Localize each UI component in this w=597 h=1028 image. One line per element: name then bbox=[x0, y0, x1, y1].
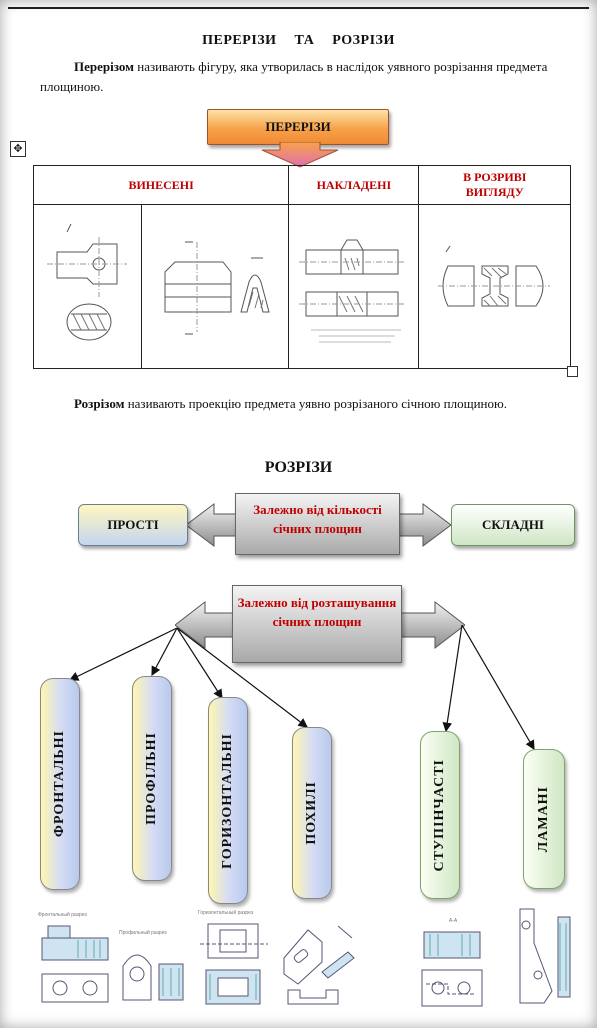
inclined-cut-drawing bbox=[283, 925, 355, 1005]
bracket-section-drawing bbox=[164, 241, 270, 334]
table-resize-handle[interactable] bbox=[567, 366, 578, 377]
inclined-cut-thumbnail bbox=[278, 918, 358, 1010]
cuts-title: РОЗРІЗИ bbox=[264, 459, 333, 476]
sections-table: ВИНЕСЕНІ НАКЛАДЕНІ В РОЗРИВІ ВИГЛЯДУ bbox=[32, 165, 571, 369]
drawing-superimposed bbox=[288, 204, 420, 369]
type-profile[interactable]: ПРОФІЛЬНІ bbox=[132, 676, 172, 881]
cuts-definition-text: називають проекцію предмета уявно розріз… bbox=[124, 396, 507, 411]
drawing-removed-1 bbox=[33, 204, 142, 369]
horizontal-cut-drawing bbox=[200, 923, 268, 1005]
type-inclined[interactable]: ПОХИЛІ bbox=[292, 727, 332, 899]
criterion-position-box: Залежно від розташування січних площин bbox=[232, 585, 402, 663]
cuts-definition: Розрізом називають проекцію предмета уяв… bbox=[40, 394, 560, 414]
type-frontal[interactable]: ФРОНТАЛЬНІ bbox=[40, 678, 80, 890]
down-arrow-icon bbox=[261, 142, 339, 168]
header-in-break: В РОЗРИВІ ВИГЛЯДУ bbox=[418, 165, 571, 205]
page-title: ПЕРЕРІЗИ ТА РОЗРІЗИ bbox=[202, 33, 395, 48]
header-superimposed: НАКЛАДЕНІ bbox=[288, 165, 420, 205]
table-move-handle-icon[interactable]: ✥ bbox=[10, 141, 26, 157]
top-border-line bbox=[8, 7, 589, 9]
broken-cut-drawing bbox=[519, 908, 571, 1004]
sections-definition: Перерізом називають фігуру, яка утворила… bbox=[40, 57, 560, 97]
drawing-removed-2 bbox=[140, 204, 290, 369]
type-broken[interactable]: ЛАМАНІ bbox=[523, 749, 565, 889]
stepped-cut-drawing bbox=[421, 931, 483, 1007]
cuts-term: Розрізом bbox=[74, 396, 125, 411]
sections-term: Перерізом bbox=[74, 59, 134, 74]
complex-cuts-box[interactable]: СКЛАДНІ bbox=[451, 504, 575, 546]
type-horizontal[interactable]: ГОРИЗОНТАЛЬНІ bbox=[208, 697, 248, 904]
frontal-cut-thumbnail: Фронтальный разрез bbox=[38, 912, 113, 1012]
profile-cut-drawing bbox=[122, 954, 184, 1001]
stepped-cut-thumbnail: А-А bbox=[418, 918, 488, 1014]
drawing-in-break bbox=[418, 204, 571, 369]
break-section-drawing bbox=[438, 245, 551, 306]
horizontal-cut-thumbnail: Горизонтальный разрез bbox=[198, 910, 270, 1012]
broken-cut-thumbnail bbox=[508, 903, 576, 1011]
profile-cut-thumbnail: Профильный разрез bbox=[119, 930, 191, 1010]
frontal-cut-drawing bbox=[41, 925, 109, 1003]
criterion-count-box: Залежно від кількості січних площин bbox=[235, 493, 400, 555]
simple-cuts-box[interactable]: ПРОСТІ bbox=[78, 504, 188, 546]
shaft-section-drawing bbox=[47, 223, 128, 340]
sections-definition-text: називають фігуру, яка утворилась в наслі… bbox=[40, 59, 548, 94]
superimposed-section-drawing bbox=[299, 239, 407, 342]
sections-heading-button[interactable]: ПЕРЕРІЗИ bbox=[207, 109, 389, 145]
connector-arrows bbox=[68, 624, 535, 751]
type-stepped[interactable]: СТУПІНЧАСТІ bbox=[420, 731, 460, 899]
